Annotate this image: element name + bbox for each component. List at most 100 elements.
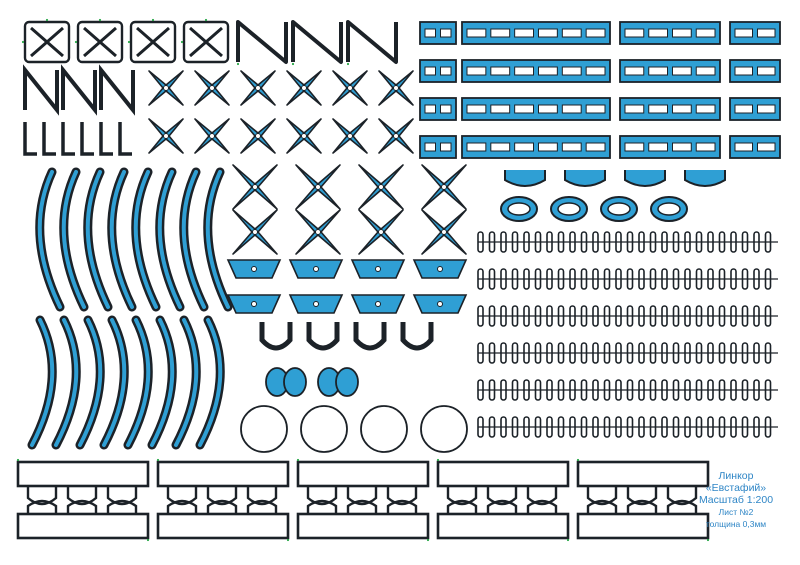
window-opening (624, 28, 645, 38)
window-opening (585, 142, 606, 152)
round-disc-part (300, 405, 348, 453)
window-strip (419, 97, 457, 121)
sprue-tab (291, 62, 295, 66)
sprue-tab (236, 62, 240, 66)
x-frame-brace (136, 26, 170, 58)
bottom-frame-arch (26, 499, 58, 514)
butterfly-hole (441, 184, 447, 190)
window-opening (734, 104, 753, 114)
wing-hole (313, 266, 319, 272)
bottom-frame-arch (586, 499, 618, 514)
window-opening (466, 142, 487, 152)
window-opening (538, 66, 558, 76)
sprue-tab (204, 18, 208, 22)
window-opening (514, 142, 535, 152)
window-opening (757, 142, 776, 152)
wing-hole (437, 266, 443, 272)
curved-rail-fill (109, 170, 134, 309)
window-strip (461, 59, 611, 83)
x-frame-brace (83, 26, 117, 58)
curved-rail-fill (198, 318, 223, 447)
window-strip (729, 59, 781, 83)
sprue-tab (436, 458, 440, 462)
window-opening (514, 104, 535, 114)
window-opening (757, 66, 776, 76)
window-opening (695, 104, 716, 114)
butterfly-hole (163, 85, 169, 91)
caption-ship-name: «Евстафий» (705, 482, 767, 494)
bottom-frame-arch (626, 486, 658, 506)
oval-ring-hole (557, 202, 581, 216)
wing-hole (251, 266, 257, 272)
butterfly-hole (347, 85, 353, 91)
sprue-tab (180, 40, 184, 44)
sprue-tab (127, 40, 131, 44)
wing-hole (375, 301, 381, 307)
window-strip (729, 21, 781, 45)
n-brace-part (291, 20, 343, 64)
l-bracket-part (118, 122, 132, 156)
window-opening (624, 66, 645, 76)
window-opening (424, 66, 436, 76)
window-opening (672, 142, 692, 152)
bottom-frame-arch (386, 499, 418, 514)
n-brace-part (99, 64, 135, 116)
curved-rail-fill (181, 170, 206, 309)
wing-hole (437, 301, 443, 307)
n-brace-part (61, 64, 97, 116)
bottom-frame-arch (446, 499, 478, 514)
bottom-frame-arch (526, 499, 558, 514)
window-opening (440, 28, 452, 38)
bottom-frame-arch (166, 486, 198, 506)
butterfly-hole (209, 85, 215, 91)
bottom-frame-bottom (576, 512, 710, 540)
window-opening (424, 142, 436, 152)
l-bracket-part (42, 122, 56, 156)
sprue-tab (45, 18, 49, 22)
butterfly-hole (301, 133, 307, 139)
oval-ring-hole (607, 202, 631, 216)
bottom-frame-top (296, 460, 430, 488)
sprue-tab (576, 458, 580, 462)
butterfly-hole (163, 133, 169, 139)
bottom-frame-arch (306, 499, 338, 514)
window-strip (419, 135, 457, 159)
window-strip (419, 21, 457, 45)
curved-rail-fill (54, 318, 79, 447)
window-strip (619, 21, 721, 45)
bottom-frame-arch (306, 486, 338, 506)
window-opening (695, 142, 716, 152)
window-opening (734, 142, 753, 152)
window-opening (490, 28, 511, 38)
u-clamp-part (400, 322, 434, 351)
window-opening (440, 142, 452, 152)
parts-layer (16, 18, 781, 542)
window-opening (561, 142, 582, 152)
curved-rail-fill (102, 318, 127, 447)
x-frame-brace (30, 26, 64, 58)
bottom-frame-bottom (16, 512, 150, 540)
window-opening (440, 104, 452, 114)
window-opening (672, 104, 692, 114)
sprue-tab (286, 538, 290, 542)
hook-part (564, 170, 606, 187)
pod-part (283, 367, 307, 397)
wing-hole (251, 301, 257, 307)
window-opening (757, 104, 776, 114)
round-disc-part (360, 405, 408, 453)
window-strip (419, 59, 457, 83)
curved-rail-fill (174, 318, 199, 447)
curved-rail-fill (61, 170, 86, 309)
window-opening (466, 28, 487, 38)
window-strip (729, 135, 781, 159)
n-brace-part (346, 20, 398, 64)
x-frame-brace (189, 26, 223, 58)
window-opening (624, 142, 645, 152)
u-clamp-part (353, 322, 387, 351)
window-opening (490, 66, 511, 76)
window-opening (561, 66, 582, 76)
sprue-tab (16, 458, 20, 462)
bottom-frame-arch (666, 499, 698, 514)
bottom-frame-arch (526, 486, 558, 506)
bottom-frame-arch (626, 499, 658, 514)
